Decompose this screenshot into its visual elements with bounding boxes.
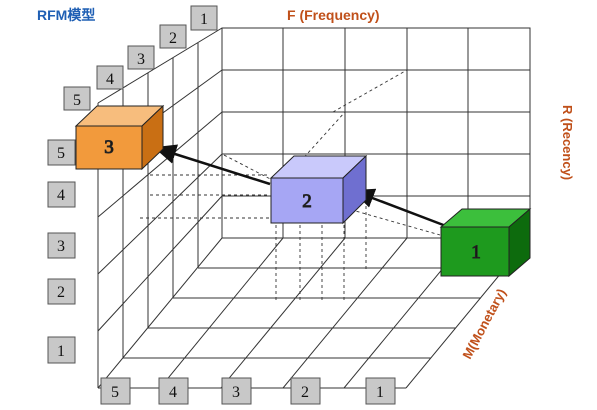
vertical-tag-label: 1 [57, 343, 65, 360]
vertical-tag-label: 2 [57, 284, 65, 301]
guide-lines [140, 69, 441, 300]
cube-2-label: 2 [302, 191, 312, 212]
bottom-tag-1: 1 [365, 377, 396, 405]
cube-2: 2 [269, 154, 368, 225]
vertical-tag-2: 2 [47, 278, 76, 305]
bottom-tag-label: 5 [111, 384, 119, 401]
arrow-2-to-3 [153, 144, 271, 186]
diagonal-tag-1: 1 [190, 5, 218, 31]
diagonal-tag-3: 3 [127, 45, 155, 70]
diagonal-tag-label: 3 [137, 51, 145, 68]
diagonal-tag-2: 2 [159, 24, 187, 49]
cube-1-label: 1 [471, 242, 481, 263]
vertical-tag-3: 3 [47, 232, 76, 259]
cube-3-label: 3 [104, 137, 114, 158]
grid [97, 27, 531, 389]
vertical-tag-label: 3 [57, 238, 65, 255]
monetary-axis-title: M(Monetary) [459, 286, 509, 361]
vertical-tag-1: 1 [47, 336, 76, 364]
bottom-tag-3: 3 [221, 377, 252, 405]
diagonal-tag-4: 4 [96, 65, 124, 90]
vertical-scale: 5 4 3 2 1 [47, 139, 76, 364]
cube-3-front [75, 125, 143, 170]
bottom-tag-2: 2 [290, 377, 321, 405]
recency-axis-title: R (Recency) [560, 105, 575, 180]
diagonal-tag-label: 2 [169, 30, 177, 47]
diagonal-tag-label: 4 [106, 71, 114, 88]
bottom-tag-label: 1 [376, 384, 384, 401]
vertical-tag-5: 5 [47, 139, 76, 166]
bottom-tag-label: 2 [301, 384, 309, 401]
diagonal-tag-5: 5 [63, 86, 91, 111]
vertical-tag-label: 4 [57, 187, 65, 204]
cube-2-front [270, 177, 344, 224]
cube-1: 1 [439, 207, 532, 278]
vertical-tag-4: 4 [47, 181, 76, 208]
arrows [153, 144, 447, 228]
vertical-tag-label: 5 [57, 145, 65, 162]
arrow-1-to-2 [351, 188, 447, 228]
bottom-tag-label: 3 [232, 384, 240, 401]
bottom-tag-label: 4 [169, 384, 177, 401]
model-title: RFM模型 [37, 7, 95, 23]
frequency-axis-title: F (Frequency) [287, 7, 380, 23]
cube-3: 3 [74, 104, 165, 171]
diagonal-tag-label: 5 [73, 92, 81, 109]
bottom-scale: 5 4 3 2 1 [100, 377, 396, 405]
bottom-tag-4: 4 [158, 377, 189, 405]
bottom-tag-5: 5 [100, 377, 131, 405]
diagonal-tag-label: 1 [200, 11, 208, 28]
cube-1-front [440, 226, 510, 277]
diagonal-scale: 5 4 3 2 1 [63, 5, 218, 111]
